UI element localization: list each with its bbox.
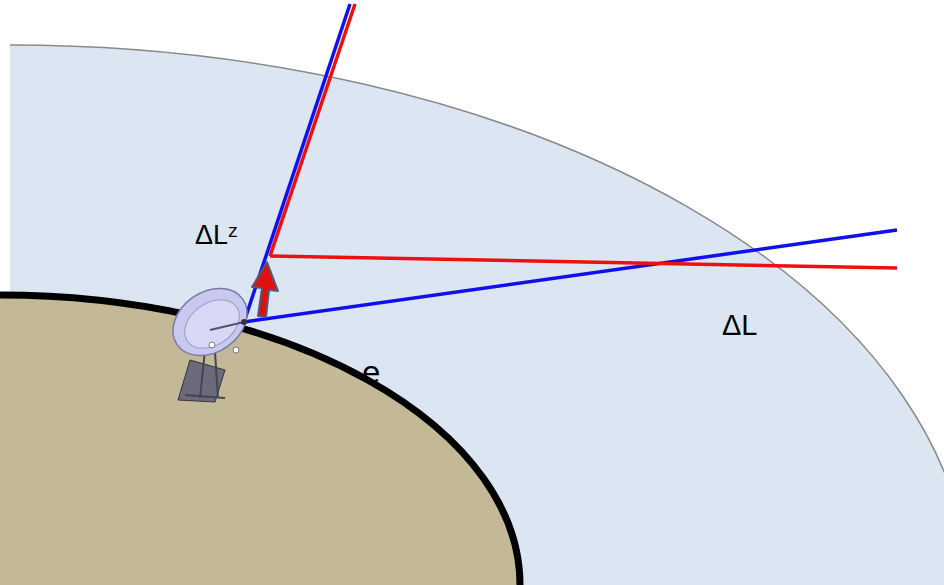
- earth-ground: [0, 295, 520, 585]
- radio-telescope: [160, 274, 260, 402]
- zenith-delay-label: ΔLᶻ: [195, 222, 238, 249]
- zenith-path-blue: [244, 4, 350, 322]
- earth-surface: [0, 295, 520, 585]
- zenith-path-red: [270, 4, 355, 256]
- slant-path-blue: [244, 230, 897, 322]
- displacement-arrow: [252, 262, 278, 317]
- elevation-label: e: [362, 356, 380, 389]
- slant-path-red: [270, 256, 897, 268]
- slant-delay-label: ΔL: [722, 311, 758, 340]
